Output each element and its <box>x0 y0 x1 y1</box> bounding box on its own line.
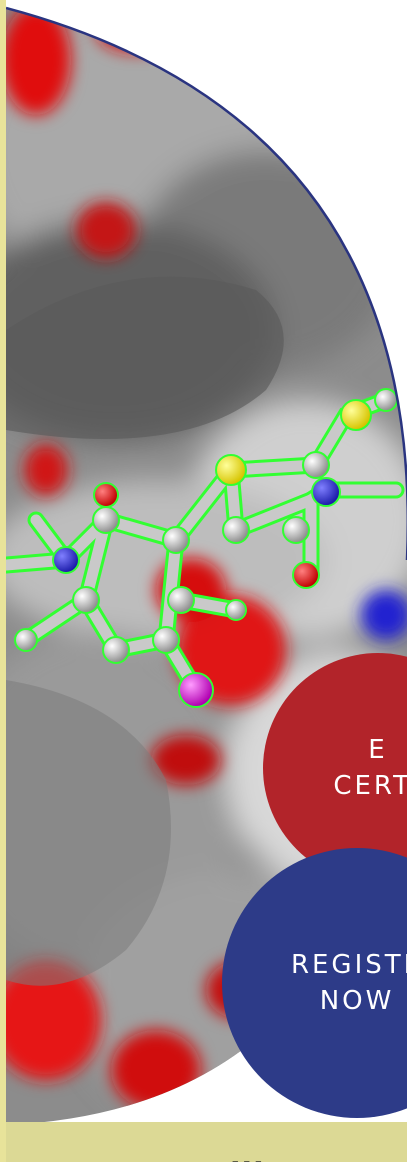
e-certificate-line1: E <box>368 735 388 765</box>
accent-bar <box>0 0 6 1162</box>
e-certificate-line2: CERTI <box>333 771 407 801</box>
bottom-band <box>6 1122 407 1162</box>
hero-arc-border <box>6 6 407 560</box>
ligand-atoms <box>14 388 398 708</box>
bottom-text: ... <box>230 1134 265 1162</box>
register-line2: NOW <box>319 986 395 1016</box>
register-line1: REGISTE <box>290 950 407 980</box>
